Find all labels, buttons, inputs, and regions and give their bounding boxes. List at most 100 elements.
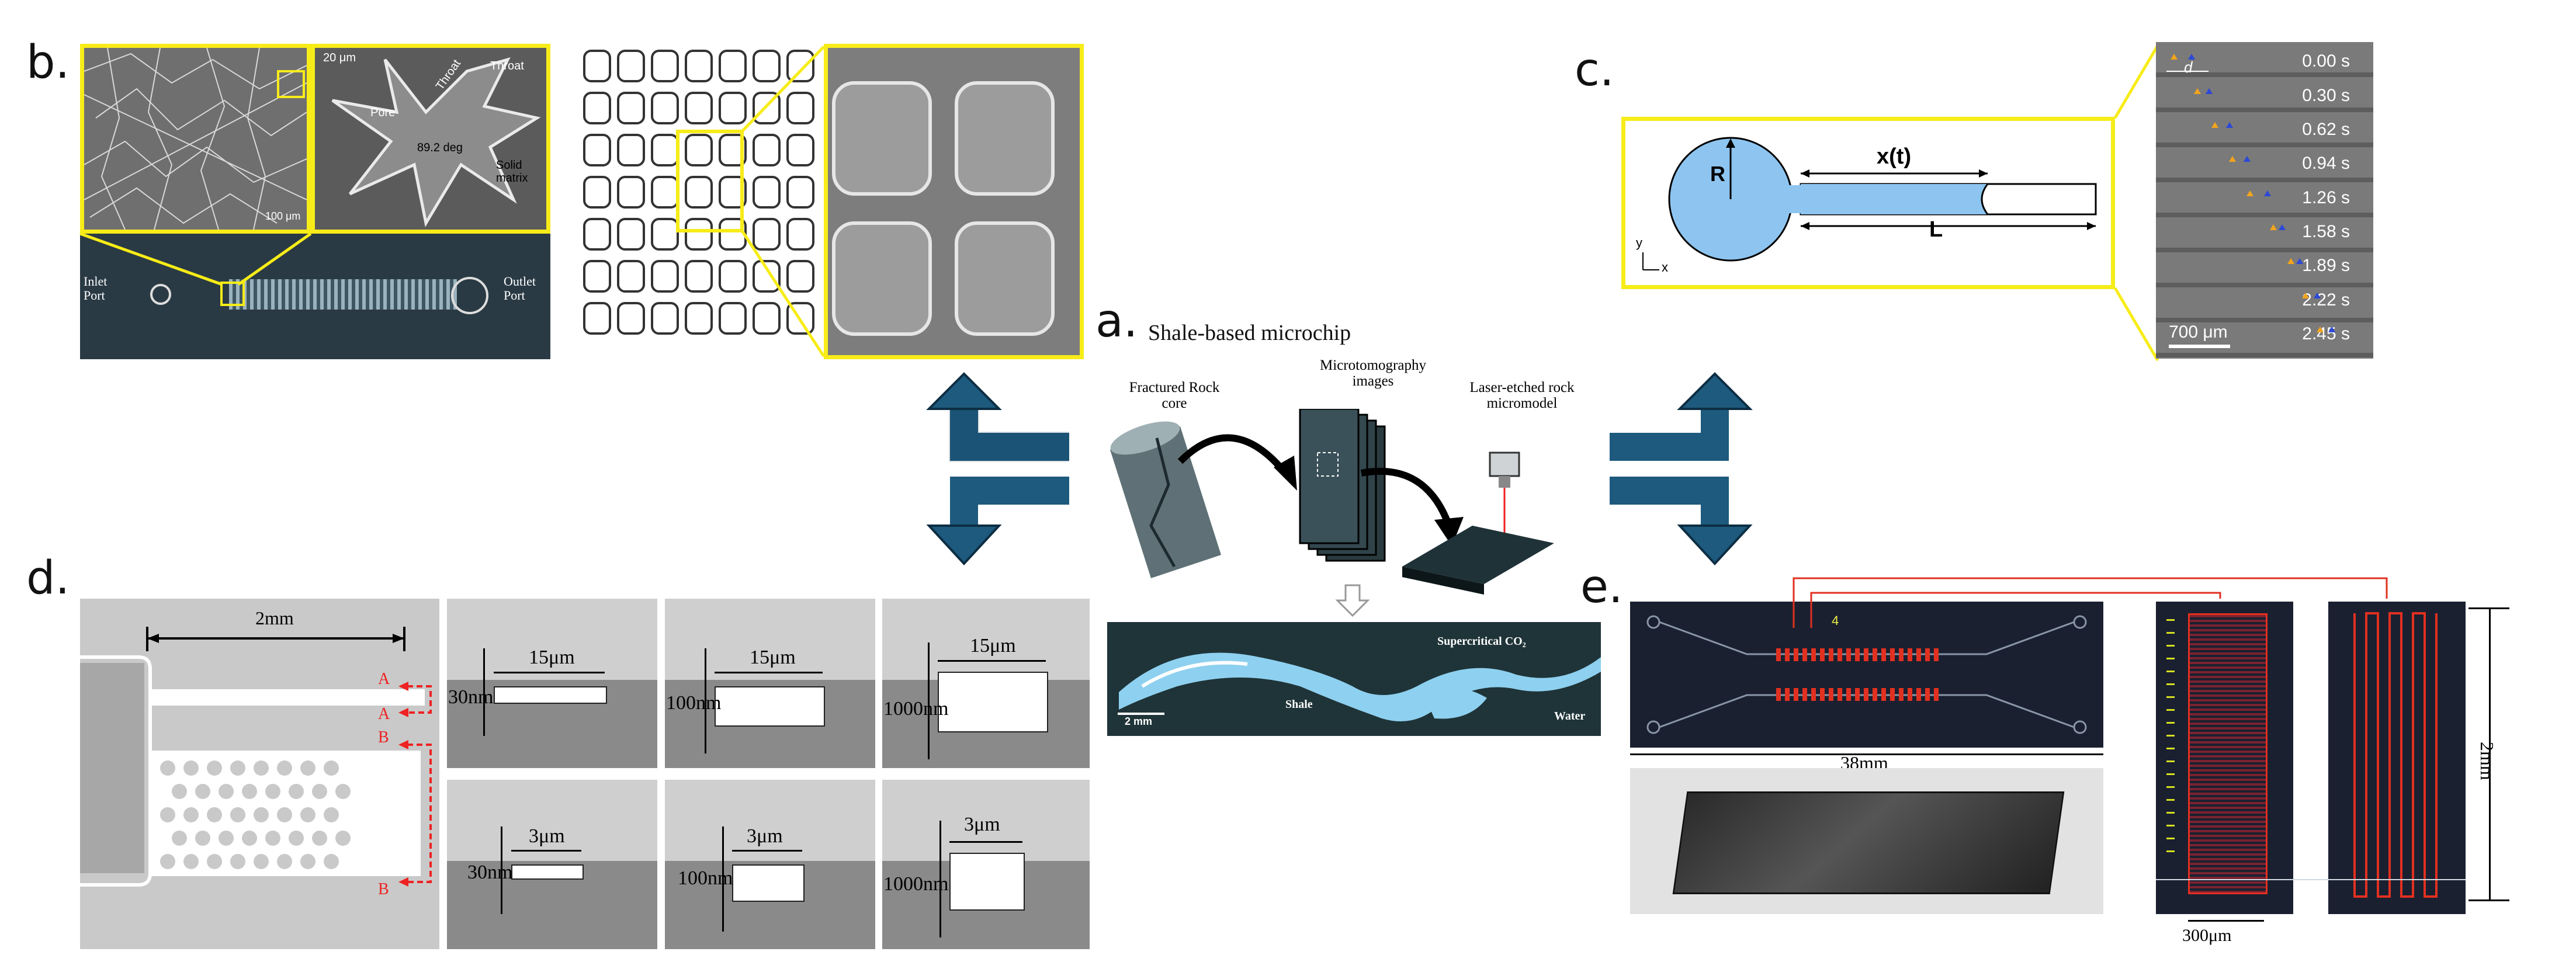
axis-y-label: y xyxy=(1636,235,1642,250)
label-solid-matrix: Solid matrix xyxy=(496,159,528,185)
time-label-6: 1.89 s xyxy=(2302,256,2350,275)
panel-d-label: d. xyxy=(26,552,70,605)
white-guide-lines xyxy=(2156,879,2466,880)
time-label-0: 0.00 s xyxy=(2302,51,2350,71)
shale-micromodel-image: Shale Supercritical CO₂ Water 2 mm xyxy=(1107,622,1601,736)
label-pore: Pore xyxy=(370,106,396,119)
time-label-3: 0.94 s xyxy=(2302,154,2350,173)
image-stack xyxy=(1299,409,1386,562)
time-label-1: 0.30 s xyxy=(2302,86,2350,105)
water-label: Water xyxy=(1554,710,1586,723)
capillary-schematic: R x(t) L y x xyxy=(1621,117,2115,289)
chip-glass-photo xyxy=(1630,768,2103,914)
label-R: R xyxy=(1710,162,1725,186)
shale-scale-label: 2 mm xyxy=(1125,715,1153,727)
time-label-5: 1.58 s xyxy=(2302,222,2350,241)
time-row-bg xyxy=(2156,42,2373,359)
chip-layout-channels xyxy=(1646,615,2087,734)
tile-depth-label: 30nm xyxy=(448,686,494,708)
panel-a-title: Shale-based microchip xyxy=(1148,321,1351,345)
outlet-port-circle xyxy=(451,277,488,314)
dim-2mm-top xyxy=(2468,607,2509,609)
arrows-left xyxy=(926,372,1069,565)
cross-section-5: 3μm 100nm xyxy=(665,780,875,949)
timelapse-image: 0.00 s 0.30 s 0.62 s 0.94 s 1.26 s 1.58 … xyxy=(2156,42,2373,359)
tile-width-label: 15μm xyxy=(970,635,1016,657)
e-red-connectors xyxy=(1793,577,2388,628)
droplet-markers xyxy=(2166,54,2335,332)
panel-a-label: a. xyxy=(1095,295,1138,348)
axis-x-label: x xyxy=(1662,260,1668,275)
shale-flow-paths xyxy=(1119,652,1601,721)
timelapse-scale-label: 700 μm xyxy=(2169,322,2228,342)
pore-shape xyxy=(331,57,541,227)
co2-label: Supercritical CO₂ xyxy=(1437,635,1526,648)
pillar-sem-shapes xyxy=(832,81,1055,336)
channel-rect xyxy=(511,864,584,880)
cross-section-3: 15μm 1000nm xyxy=(882,599,1090,768)
tile-depth-label: 100nm xyxy=(678,867,733,889)
channel-rect xyxy=(732,864,805,902)
width-2mm-label: 2mm xyxy=(255,607,294,628)
sem-network-image: 100 μm xyxy=(80,44,311,234)
step-microtomography-label: Microtomography images xyxy=(1320,357,1426,389)
pillar-grid xyxy=(583,46,826,357)
scale-bottom: 100 μm xyxy=(265,210,301,222)
laser-chip xyxy=(1402,451,1554,595)
marker-b-top: B xyxy=(378,728,389,746)
rock-core xyxy=(1110,421,1221,578)
chip-channel xyxy=(229,279,457,310)
channel-rect xyxy=(938,672,1048,732)
serpentine-lines xyxy=(2353,612,2438,898)
c-connectors xyxy=(2113,44,2159,362)
cross-section-4: 3μm 30nm xyxy=(447,780,657,949)
panel-b-label: b. xyxy=(26,36,70,89)
time-label-8: 2.45 s xyxy=(2302,324,2350,343)
pillar-array xyxy=(578,44,826,359)
channel-rect xyxy=(715,686,825,727)
dim-300um-line xyxy=(2188,920,2264,922)
dim-38mm-line xyxy=(1630,753,2103,755)
panel-c-label: c. xyxy=(1575,44,1614,96)
pattern-red-block xyxy=(2188,613,2268,894)
dim-2mm-line xyxy=(2489,607,2491,899)
channel-schematic: 2mm A A B B xyxy=(80,599,439,949)
step-rock-core-label: Fractured Rock core xyxy=(1129,380,1220,411)
scale-top: 20 μm xyxy=(323,51,356,64)
tile-depth-label: 100nm xyxy=(666,692,722,714)
label-d: d xyxy=(2184,58,2193,76)
channel-drawing xyxy=(80,627,432,887)
zoom-box xyxy=(277,70,305,98)
marker-a-bottom: A xyxy=(378,705,390,723)
tile-depth-label: 30nm xyxy=(467,862,513,883)
b-connectors xyxy=(79,232,312,286)
chip-layout: 4 xyxy=(1630,602,2103,748)
time-label-2: 0.62 s xyxy=(2302,120,2350,139)
step-laser-etched-label: Laser-etched rock micromodel xyxy=(1469,380,1575,411)
network-lines xyxy=(84,48,307,230)
chip-zoom-box xyxy=(220,282,245,306)
tile-width-label: 3μm xyxy=(964,814,1000,835)
pattern-serpentine-1 xyxy=(2156,602,2293,914)
cross-section-6: 3μm 1000nm xyxy=(882,780,1090,949)
capillary-drawing xyxy=(1642,137,2097,270)
dim-2mm-label: 2mm xyxy=(2477,742,2498,780)
marker-b-bottom: B xyxy=(378,880,389,898)
cross-section-2: 15μm 100nm xyxy=(665,599,875,768)
chip-photo: Inlet Port Outlet Port xyxy=(80,234,550,359)
time-label-4: 1.26 s xyxy=(2302,188,2350,207)
yellow-ticks xyxy=(2166,619,2175,853)
shale-label: Shale xyxy=(1285,698,1313,711)
tile-depth-label: 1000nm xyxy=(883,873,949,895)
chip-number-label: 4 xyxy=(1832,613,1839,628)
pillar-sem-zoom xyxy=(824,44,1084,359)
tile-width-label: 3μm xyxy=(747,825,783,847)
arrows-right xyxy=(1610,372,1753,565)
outlet-label: Outlet Port xyxy=(504,274,536,303)
inlet-port-circle xyxy=(150,284,171,305)
tile-depth-label: 1000nm xyxy=(883,698,949,720)
tile-width-label: 15μm xyxy=(750,647,796,668)
label-L: L xyxy=(1929,217,1943,242)
cross-section-1: 15μm 30nm xyxy=(447,599,657,768)
tile-width-label: 15μm xyxy=(529,647,575,668)
